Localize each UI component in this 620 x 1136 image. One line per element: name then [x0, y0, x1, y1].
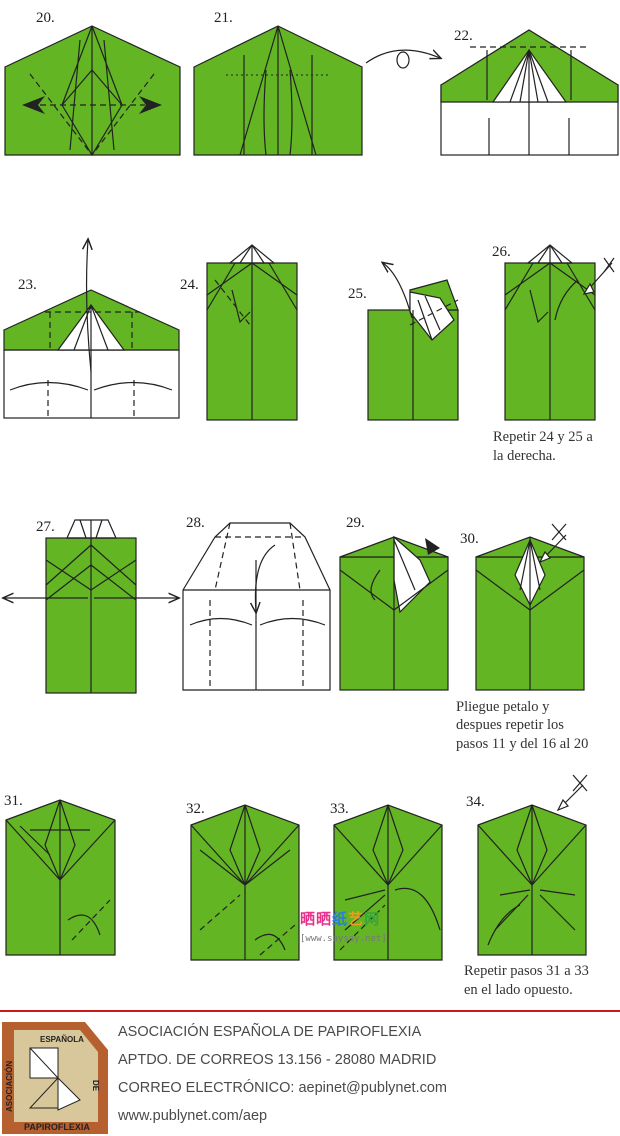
- footer-address: APTDO. DE CORREOS 13.156 - 28080 MADRID: [118, 1052, 436, 1068]
- note-34-line-2: en el lado opuesto.: [464, 982, 573, 998]
- note-34-line-1: Repetir pasos 31 a 33: [464, 963, 589, 979]
- step-number: 31.: [4, 793, 23, 809]
- logo-text-left: ASOCIACIÓN: [5, 1061, 14, 1112]
- step-30: 30. Pliegue petalo y despues repetir los…: [456, 524, 588, 752]
- step-25: 25.: [348, 263, 458, 420]
- step-number: 34.: [466, 794, 485, 810]
- step-number: 28.: [186, 515, 205, 531]
- step-number: 22.: [454, 28, 473, 44]
- step-34: 34. Repetir pasos 31 a 33 en el lado opu…: [464, 775, 589, 998]
- footer-website: www.publynet.com/aep: [118, 1108, 267, 1124]
- step-number: 26.: [492, 244, 511, 260]
- watermark-logo: 晒晒纸艺网: [300, 908, 380, 929]
- logo-text-bottom: PAPIROFLEXIA: [24, 1122, 90, 1132]
- footer-email: CORREO ELECTRÓNICO: aepinet@publynet.com: [118, 1080, 447, 1096]
- step-22: 22.: [441, 28, 618, 155]
- step-number: 20.: [36, 10, 55, 26]
- step-number: 29.: [346, 515, 365, 531]
- turn-over-icon: [397, 52, 409, 68]
- step-number: 24.: [180, 277, 199, 293]
- logo-text-right: DE: [91, 1080, 100, 1092]
- turn-over-arrow: [366, 50, 440, 68]
- watermark-char: 晒: [316, 910, 332, 928]
- logo-text-top: ESPAÑOLA: [40, 1035, 84, 1044]
- step-number: 27.: [36, 519, 55, 535]
- note-26-line-2: la derecha.: [493, 448, 556, 464]
- watermark-char: 艺: [348, 910, 364, 928]
- step-32: 32.: [186, 801, 299, 960]
- step-31: 31.: [4, 793, 115, 955]
- note-30-line-2: despues repetir los: [456, 717, 564, 733]
- note-30-line-3: pasos 11 y del 16 al 20: [456, 736, 588, 752]
- step-21: 21.: [194, 10, 362, 155]
- note-30-line-1: Pliegue petalo y: [456, 699, 550, 715]
- step-26: 26. Repetir 24 y 25 a la derecha.: [492, 244, 614, 464]
- watermark-char: 网: [364, 910, 380, 928]
- step-23: 23.: [4, 240, 179, 418]
- step-number: 21.: [214, 10, 233, 26]
- step-27: 27.: [4, 519, 178, 693]
- note-26-line-1: Repetir 24 y 25 a: [493, 429, 593, 445]
- step-29: 29.: [340, 515, 448, 690]
- step-number: 33.: [330, 801, 349, 817]
- watermark-char: 纸: [332, 910, 348, 928]
- step-number: 25.: [348, 286, 367, 302]
- step-28: 28.: [183, 515, 330, 690]
- watermark-url: [www.saysay.net]: [300, 934, 387, 944]
- step-number: 32.: [186, 801, 205, 817]
- step-20: 20.: [5, 10, 180, 155]
- aep-logo: ESPAÑOLA ASOCIACIÓN DE PAPIROFLEXIA: [2, 1022, 108, 1134]
- step-number: 30.: [460, 531, 479, 547]
- footer-org-name: ASOCIACIÓN ESPAÑOLA DE PAPIROFLEXIA: [118, 1024, 421, 1040]
- step-24: 24.: [180, 245, 297, 420]
- watermark-char: 晒: [300, 910, 316, 928]
- step-number: 23.: [18, 277, 37, 293]
